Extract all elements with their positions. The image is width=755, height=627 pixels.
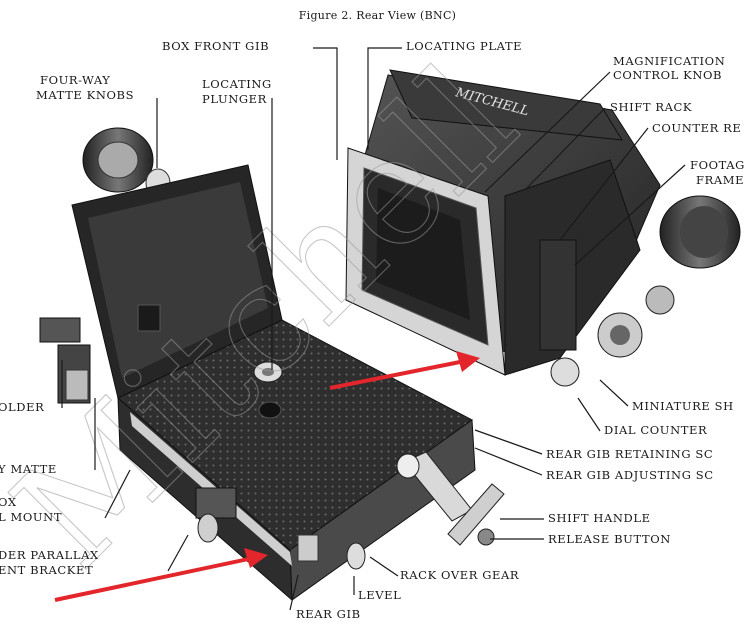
- red-arrows: [54, 351, 480, 602]
- label-release-button: RELEASE BUTTON: [548, 532, 671, 546]
- label-level: LEVEL: [358, 588, 402, 602]
- label-shift-handle: SHIFT HANDLE: [548, 511, 651, 525]
- label-rear-gib-retaining: REAR GIB RETAINING SC: [546, 447, 714, 461]
- label-miniature-sh: MINIATURE SH: [632, 399, 734, 413]
- red-arrow-lower: [54, 555, 259, 602]
- label-four-way: FOUR-WAY: [40, 73, 111, 87]
- label-shift-rack: SHIFT RACK: [610, 100, 693, 114]
- label-rack-over-gear: RACK OVER GEAR: [400, 568, 520, 582]
- label-magnification: MAGNIFICATION: [613, 54, 726, 68]
- camera-body: MITCHELL: [345, 69, 741, 387]
- label-footag: FOOTAG: [690, 158, 745, 172]
- label-der-parallax: DER PARALLAX: [0, 548, 99, 562]
- label-l-mount: L MOUNT: [0, 510, 63, 524]
- label-box-front-gib: BOX FRONT GIB: [162, 39, 270, 53]
- label-y-matte: Y MATTE: [0, 462, 57, 476]
- label-dial-counter: DIAL COUNTER: [604, 423, 708, 437]
- label-plunger: PLUNGER: [202, 92, 267, 106]
- label-locating: LOCATING: [202, 77, 272, 91]
- figure-title: Figure 2. Rear View (BNC): [298, 9, 457, 22]
- label-older: OLDER: [0, 400, 45, 414]
- shift-handle: [396, 451, 505, 546]
- leader-lines: [61, 47, 686, 611]
- label-ent-bracket: ENT BRACKET: [0, 563, 94, 577]
- label-rear-gib-adjusting: REAR GIB ADJUSTING SC: [546, 468, 714, 482]
- label-ox: OX: [0, 495, 17, 509]
- label-matte-knobs: MATTE KNOBS: [36, 88, 135, 102]
- label-control-knob: CONTROL KNOB: [613, 68, 723, 82]
- label-locating-plate: LOCATING PLATE: [406, 39, 523, 53]
- red-arrow-upper: [329, 358, 471, 390]
- label-rear-gib: REAR GIB: [296, 607, 361, 621]
- label-counter-re: COUNTER RE: [652, 121, 742, 135]
- label-frame: FRAME: [696, 173, 745, 187]
